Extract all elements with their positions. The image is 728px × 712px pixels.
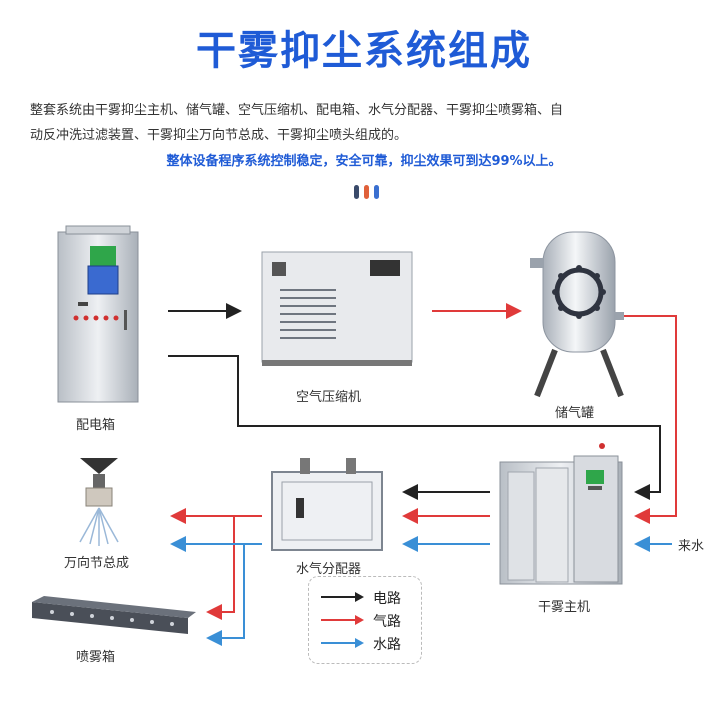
legend-air-line [321, 619, 355, 621]
label-distribution-box: 配电箱 [76, 414, 115, 433]
legend-electric-label: 电路 [373, 588, 401, 608]
label-universal-joint: 万向节总成 [64, 552, 129, 571]
legend-air-label: 气路 [373, 611, 401, 631]
legend-water-arrow-icon [355, 638, 364, 648]
label-water-inlet: 来水 [678, 535, 704, 554]
legend-water-label: 水路 [373, 634, 401, 654]
distribution-box-illustration [58, 226, 138, 402]
universal-joint-illustration [80, 458, 118, 546]
label-water-air-distributor: 水气分配器 [296, 558, 361, 577]
label-spray-box: 喷雾箱 [76, 646, 115, 665]
label-air-compressor: 空气压缩机 [296, 386, 361, 405]
water-air-distributor-illustration [272, 458, 382, 550]
air-compressor-illustration [262, 252, 412, 366]
legend: 电路 气路 水路 [308, 576, 422, 664]
dry-fog-host-illustration [500, 443, 622, 584]
legend-electric-arrow-icon [355, 592, 364, 602]
label-air-tank: 储气罐 [555, 402, 594, 421]
legend-water: 水路 [321, 633, 421, 653]
legend-air-arrow-icon [355, 615, 364, 625]
spray-box-illustration [32, 596, 196, 634]
air-tank-illustration [530, 232, 624, 396]
label-dry-fog-host: 干雾主机 [538, 596, 590, 615]
legend-electric: 电路 [321, 587, 421, 607]
legend-electric-line [321, 596, 355, 598]
legend-air: 气路 [321, 610, 421, 630]
legend-water-line [321, 642, 355, 644]
